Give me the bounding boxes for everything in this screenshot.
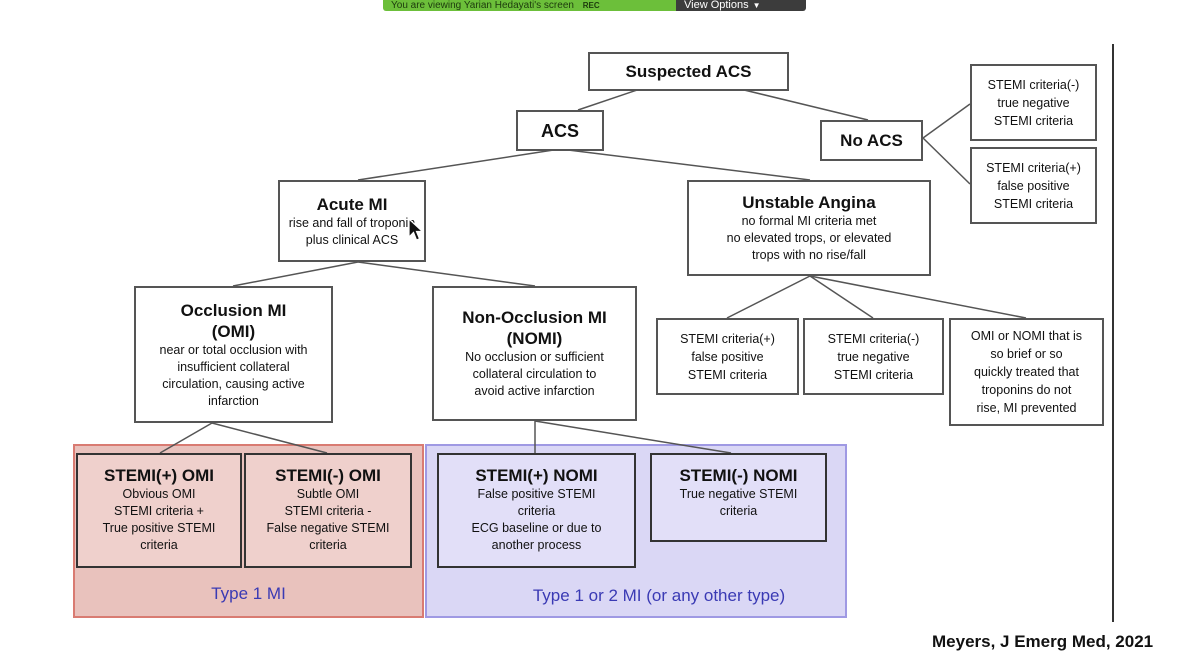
node-ua-stemi-positive: STEMI criteria(+) false positive STEMI c…: [656, 318, 799, 395]
edge-omi-stemineg: [211, 422, 328, 454]
node-title: Non-Occlusion MI (NOMI): [462, 308, 607, 348]
node-desc: rise and fall of troponin plus clinical …: [288, 215, 416, 247]
slide-divider: [1112, 44, 1114, 622]
edge-suspected-noacs: [739, 88, 869, 121]
share-status-text: You are viewing Yarian Hedayati's screen: [391, 0, 574, 11]
edge-ua-neg: [809, 275, 874, 319]
view-options-label: View Options: [684, 0, 749, 11]
node-desc: False positive STEMI criteria ECG baseli…: [471, 487, 602, 552]
node-non-occlusion-mi: Non-Occlusion MI (NOMI) No occlusion or …: [432, 286, 637, 421]
edge-acutemi-nomi: [357, 261, 536, 287]
node-desc: True negative STEMI criteria: [679, 487, 798, 518]
node-desc: STEMI criteria(-) true negative STEMI cr…: [827, 331, 920, 382]
edge-ua-pos: [726, 275, 811, 319]
edge-nomi-stemineg: [534, 420, 732, 454]
type12-label: Type 1 or 2 MI (or any other type): [532, 586, 786, 605]
node-desc: STEMI criteria(-) true negative STEMI cr…: [987, 77, 1080, 128]
node-no-acs-negative: STEMI criteria(-) true negative STEMI cr…: [970, 64, 1097, 141]
node-desc: no formal MI criteria met no elevated tr…: [726, 214, 892, 262]
screen-share-bar: You are viewing Yarian Hedayati's screen…: [383, 0, 806, 11]
node-stemi-negative-omi: STEMI(-) OMI Subtle OMI STEMI criteria -…: [244, 453, 412, 568]
node-stemi-positive-omi: STEMI(+) OMI Obvious OMI STEMI criteria …: [76, 453, 242, 568]
node-occlusion-mi: Occlusion MI (OMI) near or total occlusi…: [134, 286, 333, 423]
mouse-cursor-icon: [408, 218, 424, 241]
node-desc: No occlusion or sufficient collateral ci…: [465, 350, 604, 398]
node-desc: near or total occlusion with insufficien…: [159, 342, 308, 408]
view-options-button[interactable]: View Options▼: [676, 0, 806, 11]
chevron-down-icon: ▼: [752, 1, 761, 10]
node-title: STEMI(+) OMI: [103, 466, 215, 485]
node-no-acs-positive: STEMI criteria(+) false positive STEMI c…: [970, 147, 1097, 224]
edge-acs-acutemi: [357, 148, 561, 181]
edge-omi-stemipos: [159, 422, 213, 454]
node-desc: Obvious OMI STEMI criteria + True positi…: [102, 487, 216, 552]
node-desc: STEMI criteria(+) false positive STEMI c…: [986, 160, 1081, 211]
node-ua-stemi-negative: STEMI criteria(-) true negative STEMI cr…: [803, 318, 944, 395]
node-no-acs: No ACS: [820, 120, 923, 161]
node-stemi-negative-nomi: STEMI(-) NOMI True negative STEMI criter…: [650, 453, 827, 542]
node-title: STEMI(-) NOMI: [679, 466, 798, 485]
type1-label: Type 1 MI: [211, 584, 286, 603]
node-title: STEMI(-) OMI: [275, 466, 381, 485]
node-title: STEMI(+) NOMI: [475, 466, 598, 485]
edge-suspected-acs: [577, 88, 641, 111]
node-acs: ACS: [516, 110, 604, 151]
edge-ua-brief: [809, 275, 1027, 319]
node-title: Suspected ACS: [625, 62, 752, 81]
edge-acs-ua: [559, 148, 811, 181]
node-title: Occlusion MI (OMI): [180, 300, 287, 341]
node-acute-mi: Acute MI rise and fall of troponin plus …: [278, 180, 426, 262]
node-desc: STEMI criteria(+) false positive STEMI c…: [680, 331, 775, 382]
node-desc: OMI or NOMI that is so brief or so quick…: [970, 329, 1083, 415]
node-title: Acute MI: [316, 194, 388, 214]
node-title: ACS: [540, 120, 579, 141]
node-unstable-angina: Unstable Angina no formal MI criteria me…: [687, 180, 931, 276]
node-title: No ACS: [840, 131, 903, 150]
edge-acutemi-omi: [232, 261, 359, 287]
citation: Meyers, J Emerg Med, 2021: [932, 632, 1154, 651]
node-ua-brief-mi: OMI or NOMI that is so brief or so quick…: [949, 318, 1104, 426]
node-title: Unstable Angina: [742, 193, 876, 212]
edge-noacs-pos: [922, 137, 971, 185]
node-stemi-positive-nomi: STEMI(+) NOMI False positive STEMI crite…: [437, 453, 636, 568]
edge-noacs-neg: [922, 103, 971, 139]
rec-badge: REC: [582, 1, 600, 10]
node-desc: Subtle OMI STEMI criteria - False negati…: [266, 487, 390, 552]
node-suspected-acs: Suspected ACS: [588, 52, 789, 91]
share-status-banner: You are viewing Yarian Hedayati's screen…: [383, 0, 676, 11]
